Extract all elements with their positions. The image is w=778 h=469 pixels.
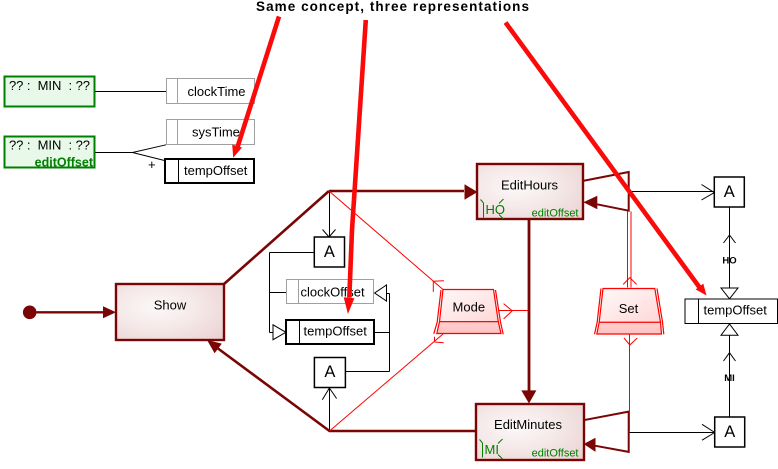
svg-text:editOffset: editOffset: [532, 448, 579, 460]
svg-text:HO: HO: [486, 202, 506, 217]
svg-text:HO: HO: [722, 256, 736, 267]
svg-text:?? : MIN : ??: ?? : MIN : ??: [9, 78, 90, 93]
svg-text:tempOffset: tempOffset: [184, 163, 248, 178]
svg-text:tempOffset: tempOffset: [304, 324, 368, 339]
svg-text:Mode: Mode: [453, 299, 486, 314]
svg-text:Show: Show: [154, 297, 187, 312]
svg-text:tempOffset: tempOffset: [704, 303, 768, 318]
svg-text:sysTime: sysTime: [192, 124, 240, 139]
svg-text:editOffset: editOffset: [35, 155, 94, 169]
svg-text:A: A: [324, 243, 335, 261]
svg-text:EditMinutes: EditMinutes: [494, 417, 562, 432]
svg-text:clockOffset: clockOffset: [301, 285, 365, 300]
svg-text:MI: MI: [485, 442, 499, 457]
svg-text:editOffset: editOffset: [532, 208, 579, 220]
svg-text:Same concept, three representa: Same concept, three representations: [256, 0, 529, 14]
svg-text:A: A: [724, 183, 735, 201]
svg-text:+: +: [148, 157, 156, 172]
svg-text:EditHours: EditHours: [501, 178, 559, 193]
svg-text:Set: Set: [619, 301, 639, 316]
svg-text:A: A: [724, 423, 735, 441]
svg-text:A: A: [324, 363, 335, 381]
svg-text:?? : MIN : ??: ?? : MIN : ??: [9, 137, 90, 152]
svg-text:clockTime: clockTime: [188, 84, 246, 99]
svg-text:MI: MI: [724, 373, 735, 384]
